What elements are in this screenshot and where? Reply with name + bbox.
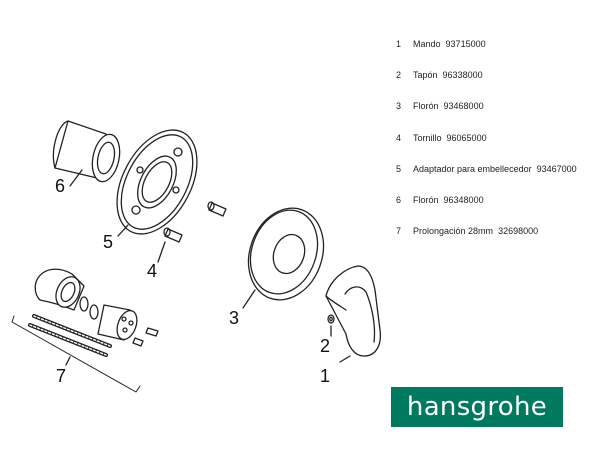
part-5-adapter-ring [116,129,198,235]
callout-3: 3 [229,308,239,328]
parts-list-row: 2 Tapón 96338000 [396,69,596,100]
bracket-7 [11,315,141,393]
part-code: 96065000 [446,132,487,143]
part-7-extension-kit [28,268,159,357]
part-number: 3 [396,101,402,112]
parts-list-row: 7 Prolongación 28mm 32698000 [396,225,596,256]
part-2-plug [327,314,335,324]
leader-6 [69,169,83,187]
part-4-screw-lower [163,227,183,243]
leader-4 [157,241,166,263]
part-4-screw-upper [207,201,227,217]
parts-list-row: 4 Tornillo 96065000 [396,132,596,163]
part-number: 6 [396,194,402,205]
part-number: 2 [396,70,402,81]
part-code: 32698000 [498,226,539,237]
part-code: 93467000 [536,163,577,174]
leader-3 [242,289,256,309]
part-code: 96338000 [442,70,483,81]
part-3-escutcheon [247,207,325,301]
part-name: Mando [413,39,441,49]
parts-list-row: 6 Florón 96348000 [396,194,596,225]
leader-7 [65,356,71,366]
leader-1 [339,355,351,363]
part-code: 96348000 [443,194,484,205]
part-name: Florón [413,194,439,205]
part-code: 93468000 [443,101,484,112]
leader-5 [117,224,129,237]
part-number: 7 [396,226,402,237]
part-number: 4 [396,132,402,143]
part-number: 5 [396,163,402,174]
part-name: Tapón [413,70,438,81]
callout-2: 2 [320,336,330,356]
callout-1: 1 [320,366,330,386]
parts-list-row: 3 Florón 93468000 [396,100,596,131]
callout-6: 6 [55,176,65,196]
parts-list: 1 Mando 93715000 2 Tapón 96338000 3 Florón … [396,38,596,256]
callout-5: 5 [103,232,113,252]
parts-list-row: 5 Adaptador para embellecedor 93467000 [396,163,596,194]
part-1-handle [325,265,382,357]
part-6-cylinder [52,120,121,183]
part-number: 1 [396,39,402,49]
callout-4: 4 [147,261,157,281]
callout-7: 7 [56,366,66,386]
parts-list-row: 1 Mando 93715000 [396,38,596,69]
part-name: Prolongación 28mm [413,226,494,237]
part-name: Florón [413,101,439,112]
part-name: Tornillo [413,132,442,143]
part-name: Adaptador para embellecedor [413,163,532,174]
part-code: 93715000 [445,39,486,49]
hansgrohe-logo: hansgrohe [391,387,563,427]
